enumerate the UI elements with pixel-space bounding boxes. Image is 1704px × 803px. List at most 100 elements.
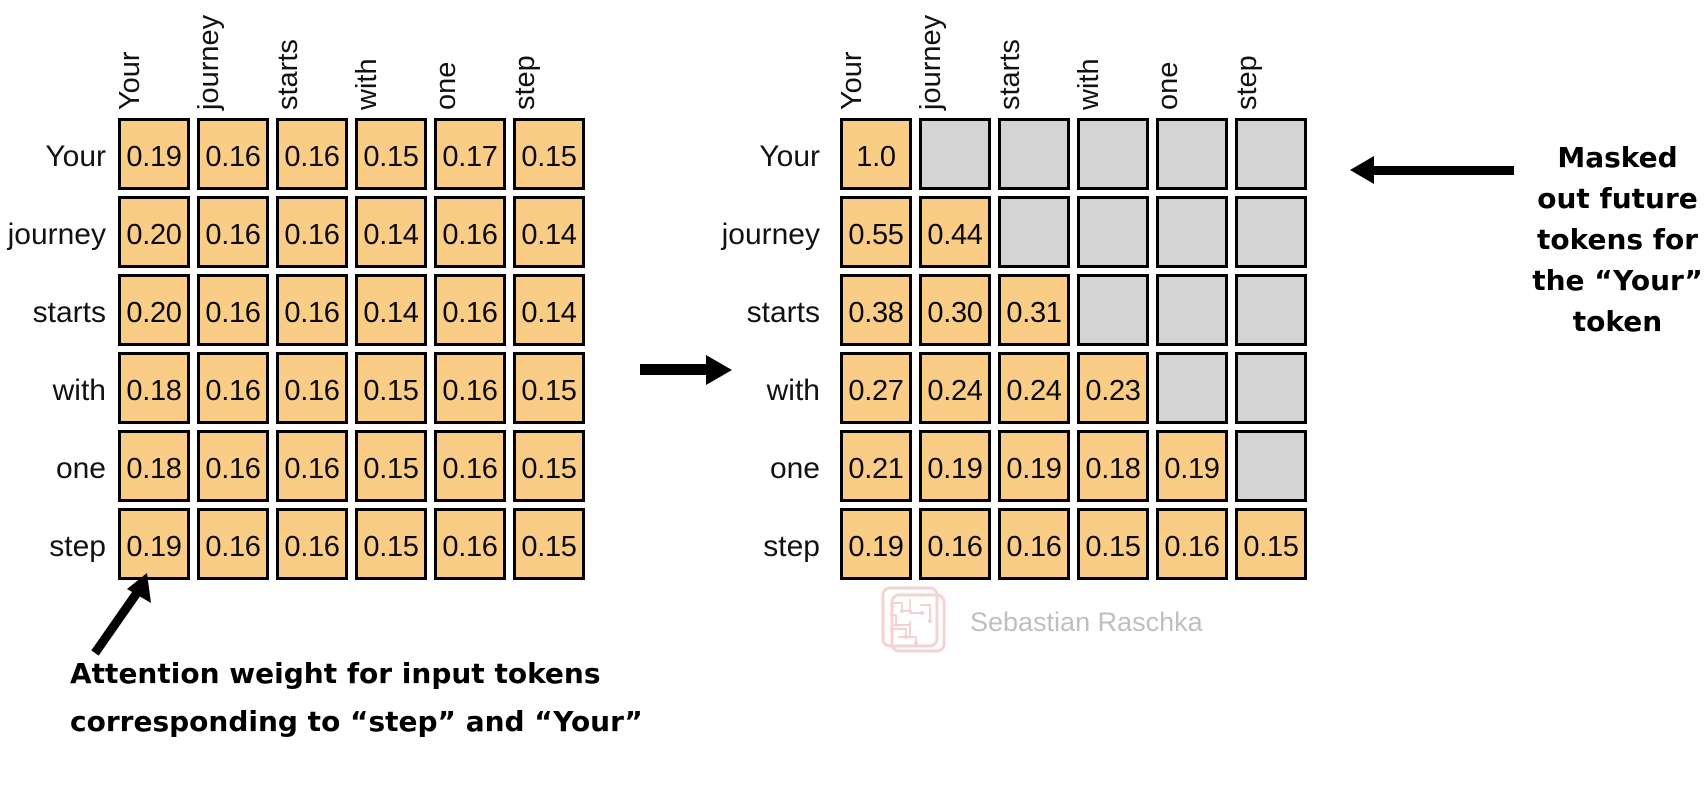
row-label-step: step: [49, 530, 106, 563]
column-header-one: one: [430, 61, 462, 110]
row-label-journey: journey: [7, 218, 106, 251]
masked-cell: [1156, 274, 1228, 346]
attention-cell: 0.15: [355, 508, 427, 580]
attention-cell: 0.16: [434, 196, 506, 268]
attention-cell: 0.31: [998, 274, 1070, 346]
attention-cell: 0.16: [1156, 508, 1228, 580]
bottom-callout-arrow: [91, 573, 151, 656]
attention-cell: 0.16: [434, 352, 506, 424]
attention-cell: 0.14: [513, 196, 585, 268]
attention-cell: 0.19: [840, 508, 912, 580]
attention-cell: 0.16: [276, 352, 348, 424]
attention-cell: 0.15: [1235, 508, 1307, 580]
row-label-one: one: [769, 452, 820, 485]
masked-cell: [919, 118, 991, 190]
attention-cell: 0.15: [355, 430, 427, 502]
masked-cell: [1235, 352, 1307, 424]
column-header-journey: journey: [915, 14, 947, 110]
attention-cell: 0.16: [998, 508, 1070, 580]
masked-cell: [1235, 196, 1307, 268]
masked-cell: [1235, 118, 1307, 190]
column-header-with: with: [351, 58, 383, 110]
row-label-with: with: [52, 374, 106, 407]
attention-cell: 0.18: [118, 352, 190, 424]
masked-cell: [998, 118, 1070, 190]
attention-cell: 0.16: [197, 430, 269, 502]
column-header-step: step: [1231, 55, 1263, 110]
attention-cell: 0.17: [434, 118, 506, 190]
attention-cell: 0.15: [513, 430, 585, 502]
row-label-step: step: [763, 530, 820, 563]
masked-cell: [1156, 118, 1228, 190]
attention-cell: 0.38: [840, 274, 912, 346]
attention-cell: 0.24: [998, 352, 1070, 424]
attention-cell: 0.16: [276, 508, 348, 580]
attention-cell: 0.19: [998, 430, 1070, 502]
attention-cell: 0.16: [434, 274, 506, 346]
attention-cell: 0.27: [840, 352, 912, 424]
attention-cell: 0.16: [197, 196, 269, 268]
attention-cell: 0.30: [919, 274, 991, 346]
attention-cell: 0.16: [197, 118, 269, 190]
column-header-starts: starts: [272, 39, 304, 110]
row-label-your: Your: [45, 140, 106, 173]
attention-cell: 0.18: [1077, 430, 1149, 502]
column-header-row-left: Your journey starts with one step: [114, 0, 592, 118]
attention-cell: 0.16: [276, 274, 348, 346]
masked-cell: [1156, 352, 1228, 424]
mask-callout-arrow-head-icon: [1350, 156, 1374, 184]
masked-cell: [1077, 118, 1149, 190]
column-header-journey: journey: [193, 14, 225, 110]
attention-cell: 0.19: [1156, 430, 1228, 502]
row-label-starts: starts: [746, 296, 820, 329]
attention-cell: 0.15: [355, 118, 427, 190]
transform-arrow-shaft: [640, 364, 708, 375]
attention-cell: 0.16: [434, 430, 506, 502]
circuit-board-icon: [881, 586, 946, 653]
attention-cell: 0.16: [197, 352, 269, 424]
bottom-callout-text: Attention weight for input tokens corres…: [70, 657, 643, 738]
attention-cell: 0.15: [513, 508, 585, 580]
attention-cell: 0.16: [434, 508, 506, 580]
row-label-journey: journey: [721, 218, 820, 251]
column-header-step: step: [509, 55, 541, 110]
attention-cell: 0.16: [197, 274, 269, 346]
masked-cell: [1077, 274, 1149, 346]
column-header-your: Your: [114, 51, 146, 110]
attention-cell: 0.16: [276, 430, 348, 502]
row-label-one: one: [55, 452, 106, 485]
attention-cell: 0.18: [118, 430, 190, 502]
attention-cell: 0.16: [919, 508, 991, 580]
attention-cell: 1.0: [840, 118, 912, 190]
attention-cell: 0.19: [118, 118, 190, 190]
attention-cell: 0.21: [840, 430, 912, 502]
bottom-callout-arrow-head-icon: [127, 573, 151, 603]
attention-cell: 0.16: [276, 196, 348, 268]
attention-cell: 0.14: [355, 274, 427, 346]
row-label-your: Your: [759, 140, 820, 173]
masked-cell: [1077, 196, 1149, 268]
mask-callout-arrow-shaft: [1374, 166, 1514, 175]
watermark: Sebastian Raschka: [880, 585, 1210, 665]
attention-cell: 0.19: [118, 508, 190, 580]
column-header-one: one: [1152, 61, 1184, 110]
masked-cell: [998, 196, 1070, 268]
masked-cell: [1235, 430, 1307, 502]
attention-cell: 0.19: [919, 430, 991, 502]
column-header-starts: starts: [994, 39, 1026, 110]
row-label-with: with: [766, 374, 820, 407]
attention-cell: 0.20: [118, 196, 190, 268]
